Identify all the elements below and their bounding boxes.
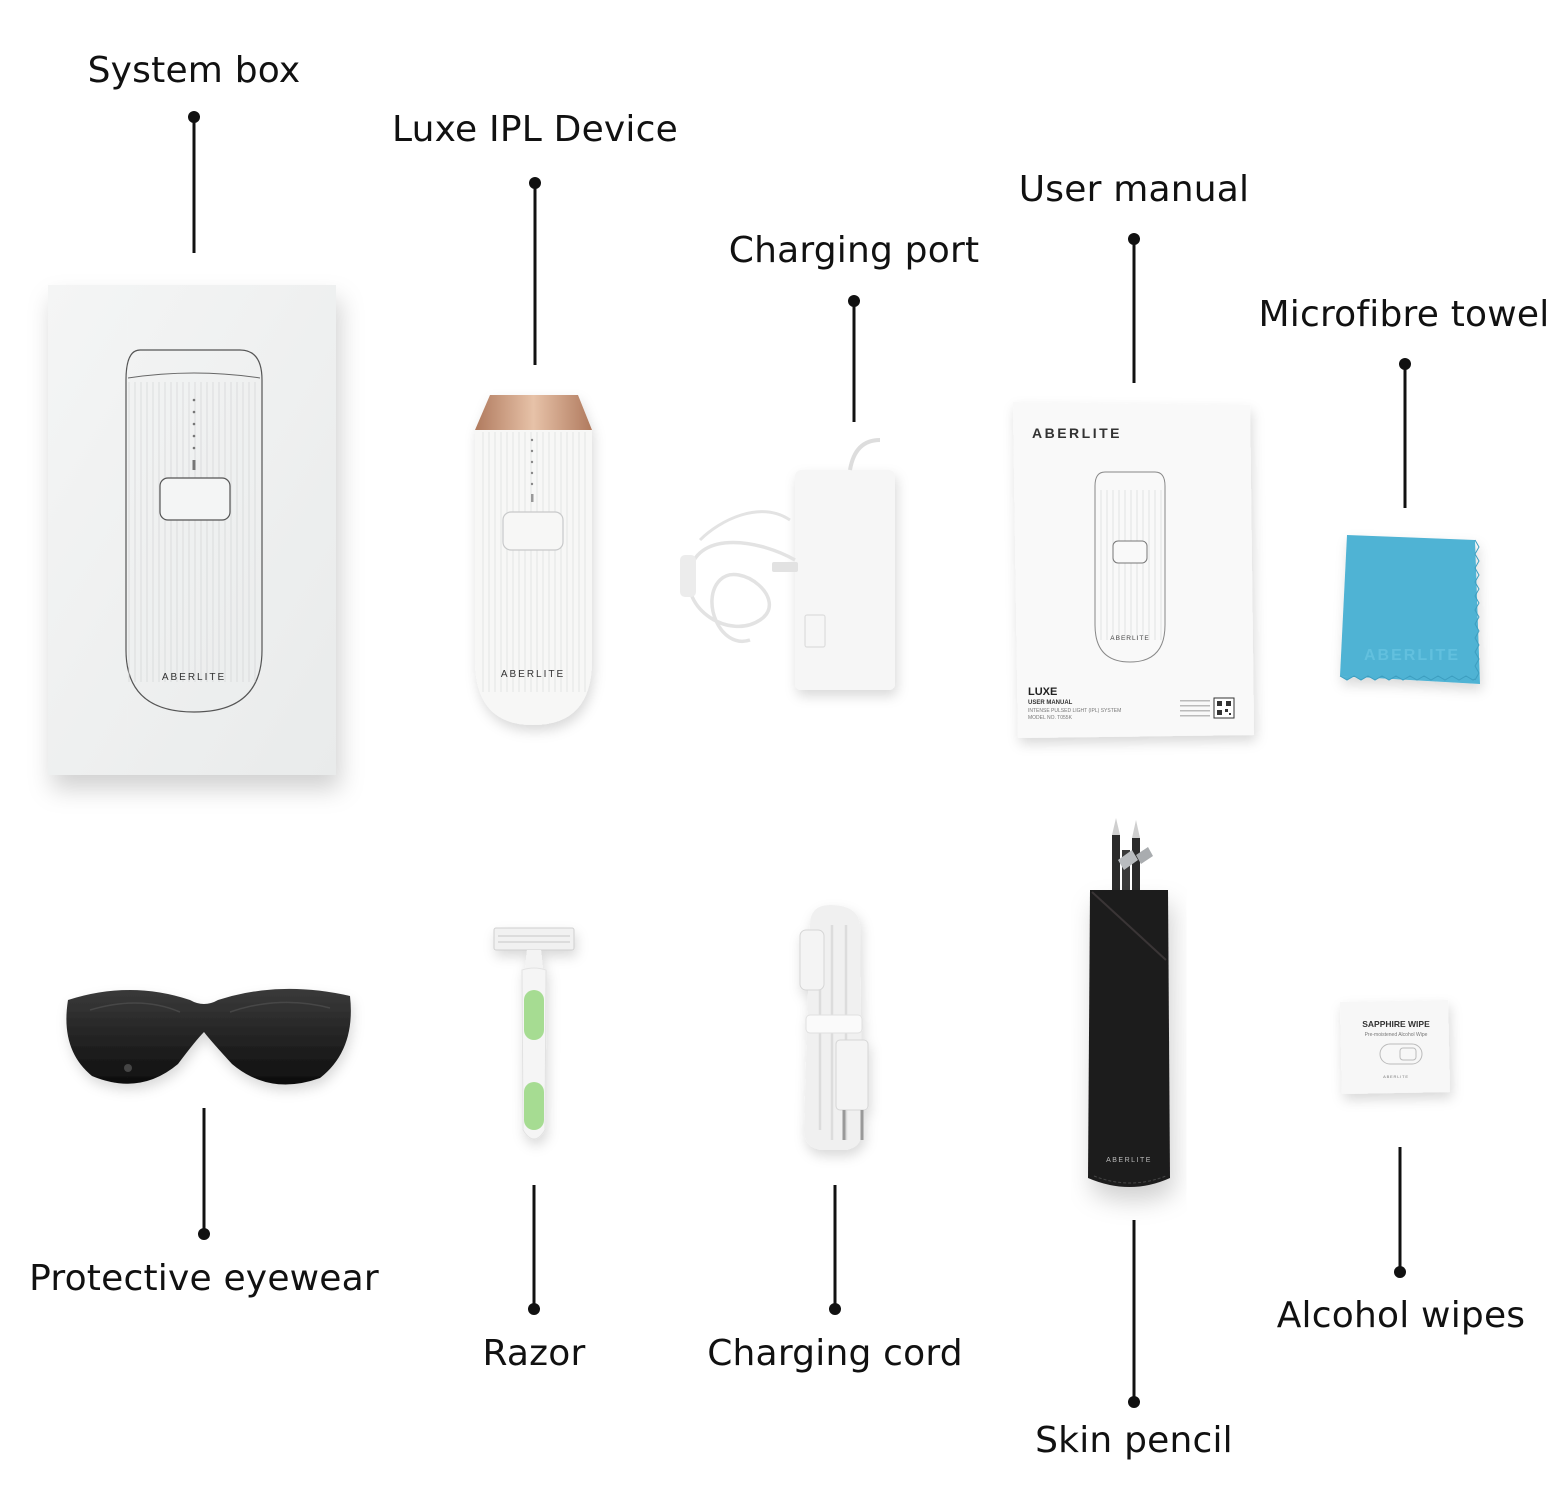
towel-brand: ABERLITE — [1364, 647, 1460, 664]
wipe-subtitle: Pre-moistened Alcohol Wipe — [1365, 1032, 1428, 1038]
manual-subtitle: USER MANUAL — [1028, 700, 1073, 706]
manual-qr-code — [1180, 697, 1235, 719]
ipl-device-brand: ABERLITE — [501, 669, 565, 680]
leader-razor — [528, 1185, 540, 1315]
charging-cord-image — [799, 905, 869, 1150]
manual-model-no: MODEL NO. T055K — [1028, 715, 1073, 721]
alcohol-wipes-image — [1340, 1000, 1450, 1094]
label-ipl-device: Luxe IPL Device — [392, 109, 678, 150]
wipe-title: SAPPHIRE WIPE — [1362, 1019, 1430, 1029]
leader-ipl-device — [529, 177, 541, 365]
label-protective-eyewear: Protective eyewear — [29, 1258, 379, 1299]
leader-protective-eyewear — [198, 1108, 210, 1240]
manual-model: LUXE — [1028, 686, 1057, 698]
charging-port-image — [680, 438, 895, 690]
protective-eyewear-image — [66, 988, 351, 1085]
microfibre-towel-image: ABERLITE — [1339, 535, 1480, 684]
manual-brand: ABERLITE — [1032, 425, 1122, 441]
manual-line: INTENSE PULSED LIGHT (IPL) SYSTEM — [1028, 708, 1121, 714]
manual-drawing-brand: ABERLITE — [1110, 635, 1149, 642]
label-charging-port: Charging port — [728, 230, 980, 271]
razor-image — [493, 927, 575, 1140]
label-alcohol-wipes: Alcohol wipes — [1276, 1295, 1526, 1336]
label-user-manual: User manual — [1018, 169, 1250, 210]
leader-skin-pencil — [1128, 1220, 1140, 1408]
label-skin-pencil: Skin pencil — [1035, 1420, 1233, 1461]
pencil-case-brand: ABERLITE — [1106, 1157, 1152, 1164]
pencil-tips — [1112, 818, 1153, 910]
user-manual-image: ABERLITE ABERLITE LUXE USER MANUAL INTEN… — [1013, 402, 1254, 738]
wipe-brand: ABERLITE — [1383, 1074, 1409, 1079]
skin-pencil-image: ABERLITE — [1088, 818, 1170, 1187]
system-box-brand: ABERLITE — [162, 672, 226, 683]
leader-charging-port — [848, 295, 860, 422]
ipl-device-details: ABERLITE — [478, 432, 590, 692]
label-microfibre-towel: Microfibre towel — [1258, 294, 1550, 335]
leader-system-box — [188, 111, 200, 253]
leader-microfibre-towel — [1399, 358, 1411, 508]
label-razor: Razor — [482, 1333, 586, 1374]
leader-alcohol-wipes — [1394, 1147, 1406, 1278]
label-charging-cord: Charging cord — [707, 1333, 963, 1374]
system-box-device-drawing: ABERLITE — [125, 349, 263, 713]
alcohol-wipes-details: SAPPHIRE WIPE Pre-moistened Alcohol Wipe… — [1362, 1019, 1430, 1079]
label-system-box: System box — [87, 50, 301, 91]
leader-charging-cord — [829, 1185, 841, 1315]
leader-user-manual — [1128, 233, 1140, 383]
